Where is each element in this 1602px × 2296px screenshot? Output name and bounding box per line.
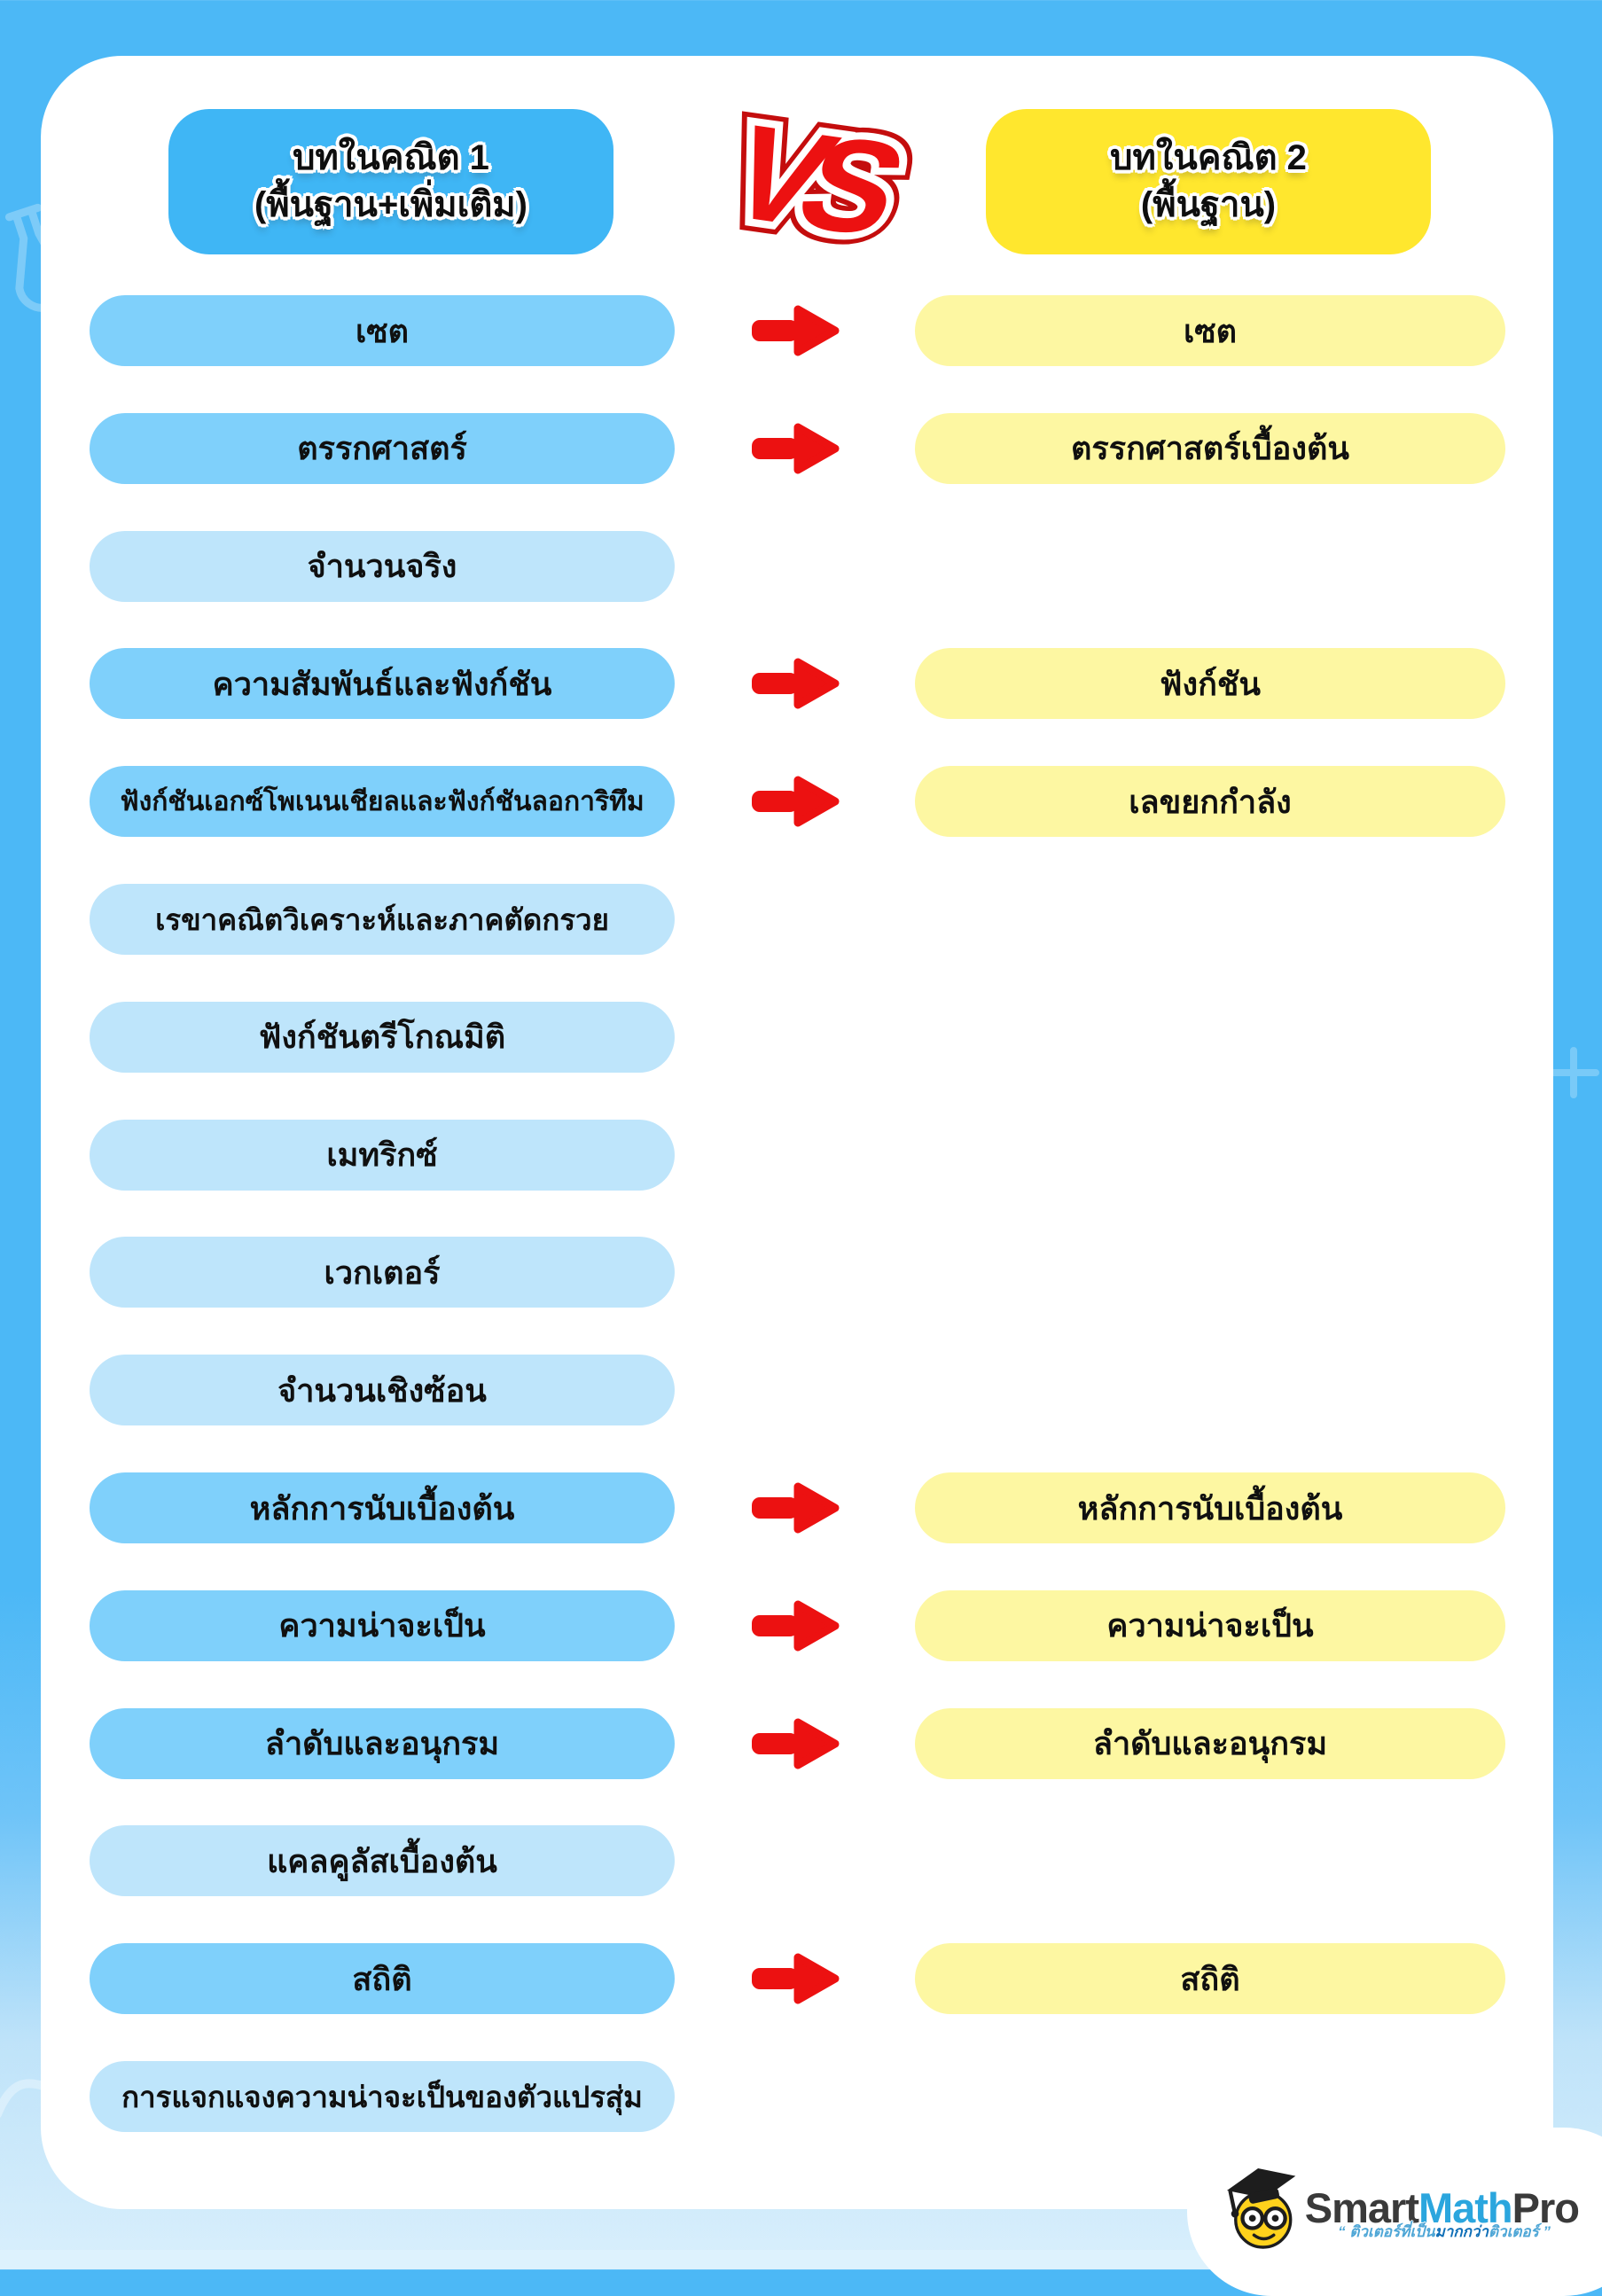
chapter-label: การแจกแจงความน่าจะเป็นของตัวแปรสุ่ม — [121, 2080, 643, 2113]
chapter-row: ฟังก์ชันเอกซ์โพเนนเชียลและฟังก์ชันลอการิ… — [0, 766, 1602, 838]
chapter-pill-right: ตรรกศาสตร์เบื้องต้น — [915, 412, 1505, 484]
chapter-pill-right: เลขยกกำลัง — [915, 766, 1505, 838]
chapter-row: ความน่าจะเป็น ความน่าจะเป็น — [0, 1589, 1602, 1661]
chapter-label: ลำดับและอนุกรม — [1092, 1725, 1328, 1762]
chapter-row: จำนวนจริง — [0, 530, 1602, 602]
chapter-label: เลขยกกำลัง — [1129, 783, 1292, 820]
header-math1-line2: (พื้นฐาน+เพิ่มเติม) — [254, 185, 527, 224]
chapter-pill-left: ความสัมพันธ์และฟังก์ชัน — [90, 648, 675, 720]
chapter-pill-left: จำนวนจริง — [90, 530, 675, 602]
chapter-label: แคลคูลัสเบื้องต้น — [267, 1842, 497, 1879]
chapter-row: การแจกแจงความน่าจะเป็นของตัวแปรสุ่ม — [0, 2061, 1602, 2132]
chapter-label: ความน่าจะเป็น — [1106, 1607, 1314, 1644]
arrow-icon — [752, 423, 840, 474]
chapter-pill-left: เวกเตอร์ — [90, 1237, 675, 1308]
chapter-label: หลักการนับเบื้องต้น — [1077, 1489, 1343, 1527]
chapter-pill-left: ลำดับและอนุกรม — [90, 1707, 675, 1779]
chapter-label: เมทริกซ์ — [326, 1136, 438, 1174]
chapter-pill-left: แคลคูลัสเบื้องต้น — [90, 1825, 675, 1897]
chapter-row: ลำดับและอนุกรม ลำดับและอนุกรม — [0, 1707, 1602, 1779]
chapter-row: จำนวนเชิงซ้อน — [0, 1355, 1602, 1426]
header-math2-line1: บทในคณิต 2 — [1110, 138, 1307, 178]
chapter-row: หลักการนับเบื้องต้น หลักการนับเบื้องต้น — [0, 1472, 1602, 1543]
chapter-pill-right: ความน่าจะเป็น — [915, 1589, 1505, 1661]
chapter-pill-left: จำนวนเชิงซ้อน — [90, 1355, 675, 1426]
chapter-label: สถิติ — [352, 1960, 412, 1997]
brand-math: Math — [1418, 2183, 1513, 2231]
arrow-icon — [752, 1953, 840, 2004]
chapter-label: จำนวนจริง — [307, 548, 457, 585]
arrow-icon — [752, 305, 840, 356]
chapter-pill-left: ตรรกศาสตร์ — [90, 412, 675, 484]
tagline-suffix: ติวเตอร์ ” — [1488, 2223, 1551, 2240]
header-math1: บทในคณิต 1 (พื้นฐาน+เพิ่มเติม) — [168, 109, 613, 254]
graduate-face-icon — [1226, 2167, 1296, 2249]
chapter-row: เวกเตอร์ — [0, 1237, 1602, 1308]
header-math1-line1: บทในคณิต 1 — [293, 138, 489, 178]
arrow-icon — [752, 776, 840, 827]
chapter-row: แคลคูลัสเบื้องต้น — [0, 1825, 1602, 1897]
brand-wordmark: SmartMathPro — [1304, 2183, 1580, 2232]
brand-tagline: “ ติวเตอร์ที่เป็นมากกว่าติวเตอร์ ” — [1338, 2220, 1551, 2244]
chapter-row: ตรรกศาสตร์ ตรรกศาสตร์เบื้องต้น — [0, 412, 1602, 484]
header-math2-line2: (พื้นฐาน) — [1140, 185, 1277, 224]
chapter-label: ลำดับและอนุกรม — [264, 1725, 500, 1762]
chapter-label: ฟังก์ชันเอกซ์โพเนนเชียลและฟังก์ชันลอการิ… — [120, 786, 645, 816]
chapter-label: ฟังก์ชันตรีโกณมิติ — [258, 1019, 506, 1056]
chapter-label: ตรรกศาสตร์ — [297, 430, 467, 467]
chapter-pill-right: ฟังก์ชัน — [915, 648, 1505, 720]
chapter-label: ตรรกศาสตร์เบื้องต้น — [1071, 430, 1349, 467]
chapter-label: ความน่าจะเป็น — [278, 1607, 486, 1644]
chapter-label: สถิติ — [1180, 1960, 1240, 1997]
chapter-label: เซต — [355, 312, 410, 349]
chapter-pill-left: หลักการนับเบื้องต้น — [90, 1472, 675, 1543]
tagline-prefix: “ ติวเตอร์ที่เป็น — [1338, 2223, 1435, 2240]
chapter-row: เซต เซต — [0, 295, 1602, 366]
tagline-bold: มากกว่า — [1434, 2223, 1489, 2240]
arrow-icon — [752, 1600, 840, 1652]
chapter-pill-right: หลักการนับเบื้องต้น — [915, 1472, 1505, 1543]
chapter-label: เรขาคณิตวิเคราะห์และภาคตัดกรวย — [155, 902, 609, 936]
chapter-label: ความสัมพันธ์และฟังก์ชัน — [212, 665, 552, 702]
chapter-pill-left: เซต — [90, 295, 675, 366]
chapter-pill-left: เรขาคณิตวิเคราะห์และภาคตัดกรวย — [90, 884, 675, 955]
arrow-icon — [752, 1482, 840, 1534]
chapter-pill-left: เมทริกซ์ — [90, 1119, 675, 1191]
chapter-label: เวกเตอร์ — [324, 1253, 441, 1291]
chapter-pill-left: ฟังก์ชันตรีโกณมิติ — [90, 1001, 675, 1073]
chapter-pill-right: สถิติ — [915, 1943, 1505, 2015]
chapter-label: จำนวนเชิงซ้อน — [277, 1371, 487, 1409]
chapter-pill-left: สถิติ — [90, 1943, 675, 2015]
chapter-row: เรขาคณิตวิเคราะห์และภาคตัดกรวย — [0, 884, 1602, 955]
header-math2: บทในคณิต 2 (พื้นฐาน) — [986, 109, 1431, 254]
chapter-pill-right: เซต — [915, 295, 1505, 366]
chapter-pill-left: การแจกแจงความน่าจะเป็นของตัวแปรสุ่ม — [90, 2061, 675, 2132]
chapter-pill-right: ลำดับและอนุกรม — [915, 1707, 1505, 1779]
chapter-pill-left: ความน่าจะเป็น — [90, 1589, 675, 1661]
brand-smart: Smart — [1304, 2183, 1419, 2231]
chapter-row: ฟังก์ชันตรีโกณมิติ — [0, 1001, 1602, 1073]
arrow-icon — [752, 658, 840, 709]
chapter-label: หลักการนับเบื้องต้น — [249, 1489, 515, 1527]
chapter-pill-left: ฟังก์ชันเอกซ์โพเนนเชียลและฟังก์ชันลอการิ… — [90, 766, 675, 838]
brand-pro: Pro — [1512, 2183, 1580, 2231]
chapter-label: เซต — [1183, 312, 1238, 349]
chapter-row: เมทริกซ์ — [0, 1119, 1602, 1191]
chapter-row: สถิติ สถิติ — [0, 1943, 1602, 2015]
chapter-row: ความสัมพันธ์และฟังก์ชัน ฟังก์ชัน — [0, 648, 1602, 720]
smartmathpro-logo: SmartMathPro “ ติวเตอร์ที่เป็นมากกว่าติว… — [1187, 2128, 1602, 2296]
chapter-label: ฟังก์ชัน — [1160, 665, 1261, 702]
arrow-icon — [752, 1718, 840, 1769]
